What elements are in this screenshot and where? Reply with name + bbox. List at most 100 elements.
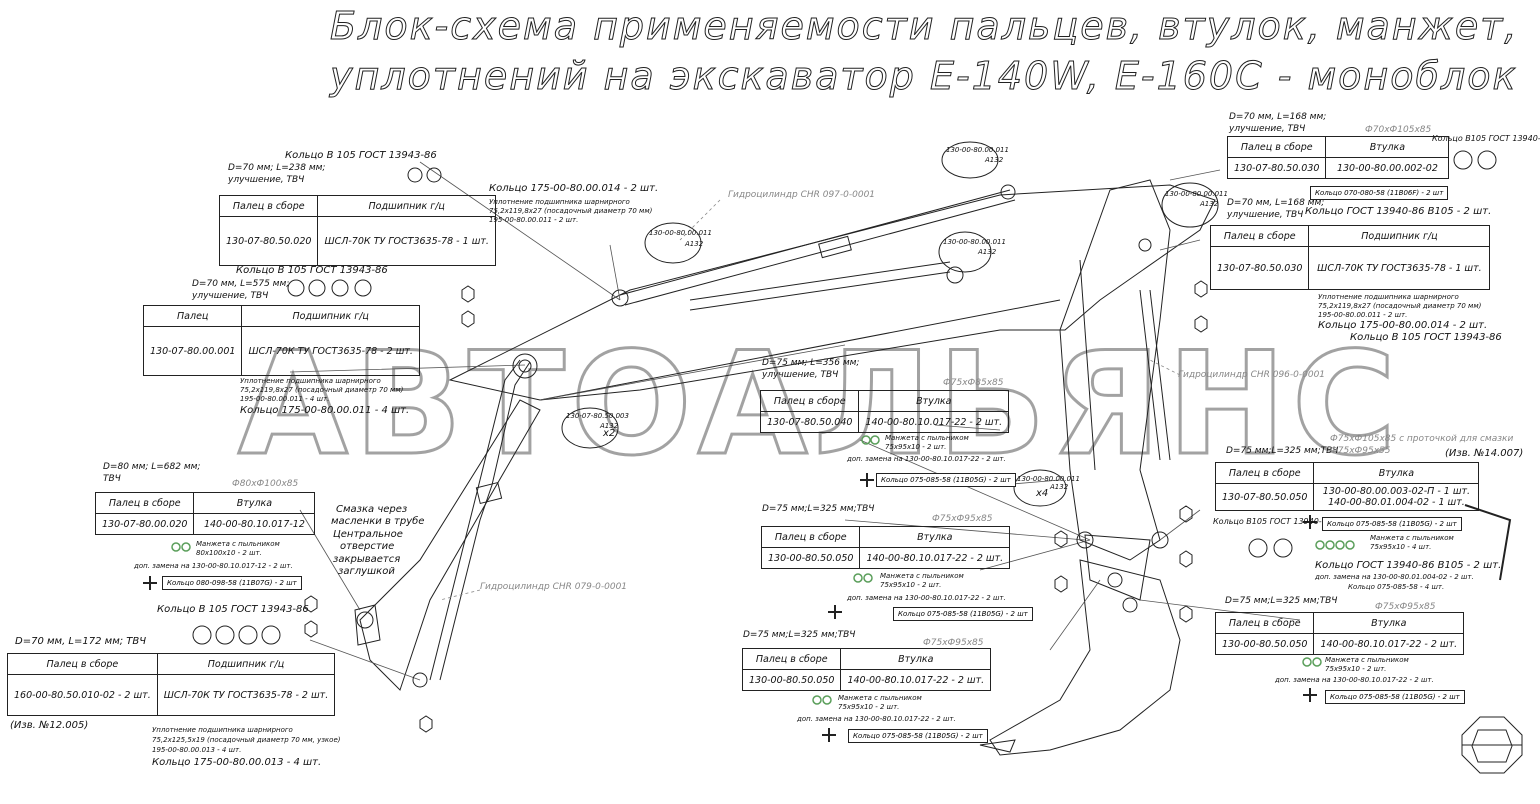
- bushing-dimensions: Ф75хФ85х85: [943, 378, 1004, 388]
- seal-label: Уплотнение подшипника шарнирного: [152, 726, 293, 734]
- table-cell: 140-00-80.10.017-22 - 2 шт.: [1313, 633, 1465, 655]
- table-cell: 140-00-80.10.017-12: [193, 513, 316, 535]
- ring-label-box: Кольцо 075-085-58 (11В05G) - 2 шт: [848, 729, 988, 743]
- seal-label: 75,2х125,5х19 (посадочный диаметр 70 мм,…: [152, 736, 341, 744]
- grease-nipple-symbol: [1461, 716, 1523, 774]
- ring-label: Кольцо 175-00-80.00.011 - 4 шт.: [240, 405, 410, 416]
- arm-cylinder-body: [818, 235, 852, 259]
- table-header: Втулка: [1325, 136, 1450, 158]
- table-cell: 130-00-80.00.002-02: [1325, 157, 1450, 179]
- ring-label: Кольцо 175-00-80.00.014 - 2 шт.: [489, 183, 659, 194]
- table-header: Втулка: [1313, 612, 1465, 634]
- cuff-label: 75х95х10 - 2 шт.: [838, 703, 900, 711]
- bucket-outline: [989, 559, 1181, 756]
- seal-label: 75,2х119,8х27 (посадочный диаметр 70 мм): [240, 386, 404, 394]
- table-cell: ШСЛ-70К ТУ ГОСТ3635-78 - 1 шт.: [317, 216, 496, 266]
- ring-label: Кольцо 075-085-58 - 4 шт.: [1348, 583, 1445, 591]
- table-cell: 130-00-80.00.003-02-П - 1 шт.: [1322, 486, 1471, 497]
- table-header: Палец в сборе: [759, 390, 860, 412]
- table-cell: 130-07-80.50.040: [759, 411, 860, 433]
- table-header: Палец в сборе: [1214, 462, 1315, 484]
- ring-label-box: Кольцо 075-085-58 (11В05G) - 2 шт: [876, 473, 1016, 487]
- seal-label: Уплотнение подшипника шарнирного: [489, 198, 630, 206]
- callout-annotation: A132: [685, 240, 704, 248]
- ring-label-box: Кольцо 075-085-58 (11В05G) - 2 шт: [893, 607, 1033, 621]
- table-cell: 130-00-80.50.050: [1214, 633, 1315, 655]
- table-header: Палец в сборе: [1226, 136, 1327, 158]
- table-cell: 140-00-80.01.004-02 - 1 шт.: [1328, 497, 1465, 508]
- callout-part-number: 130-00-80.00.011: [1017, 475, 1080, 483]
- pin-markers: [356, 184, 1169, 688]
- arm-outline: [1059, 179, 1171, 561]
- table-header: Палец в сборе: [218, 195, 319, 217]
- seal-label: Уплотнение подшипника шарнирного: [240, 377, 381, 385]
- table-header: Подшипник г/ц: [1308, 225, 1491, 247]
- hydraulic-pipe-2: [689, 271, 951, 311]
- callout-part-number: 130-00-80.00.011: [1165, 190, 1228, 198]
- cuff-label: доп. замена на 130-00-80.10.017-22 - 2 ш…: [847, 455, 1006, 463]
- table-cell: 130-00-80.50.050: [741, 669, 842, 691]
- callout-part-number: 130-07-80.50.003: [566, 412, 629, 420]
- pin-dimensions: D=75 мм;L=325 мм;ТВЧ: [1225, 596, 1338, 606]
- pin-hardening: улучшение, ТВЧ: [1227, 210, 1304, 220]
- cuff-label: Манжета с пыльником: [880, 572, 964, 580]
- quantity-x2: x2: [603, 428, 616, 439]
- bucket-cylinder: [1139, 289, 1161, 461]
- bushing-dimensions: Ф75хФ95х55: [1330, 446, 1391, 456]
- boom-outline: [448, 184, 1216, 401]
- grease-note: Центральное: [333, 529, 403, 540]
- ring-label-box: Кольцо 075-085-58 (11В05G) - 2 шт: [1322, 517, 1462, 531]
- table-cell: 140-00-80.10.017-22 - 2 шт.: [858, 411, 1010, 433]
- callout-part-number: 130-00-80.00.011: [943, 238, 1006, 246]
- table-header: Втулка: [193, 492, 316, 514]
- pin-dimensions: D=75 мм;L=325 мм;ТВЧ: [1226, 446, 1339, 456]
- ring-label: Кольцо В 105 ГОСТ 13943-86: [236, 265, 388, 276]
- pin-dimensions: D=80 мм; L=682 мм;: [103, 462, 201, 472]
- table-header: Палец в сборе: [760, 526, 861, 548]
- ring-label: Кольцо В105 ГОСТ 13940-86: [1432, 134, 1540, 143]
- pin-hardening: улучшение, ТВЧ: [228, 175, 305, 185]
- table-cell: 140-00-80.10.017-22 - 2 шт.: [840, 669, 992, 691]
- seal-label: 195-00-80.00.011 - 2 шт.: [489, 216, 579, 224]
- revision-note: (Изв. №14.007): [1445, 448, 1524, 459]
- callout-part-number: 130-00-80.00.011: [946, 146, 1009, 154]
- table-cell: ШСЛ-70К ТУ ГОСТ3635-78 - 1 шт.: [1308, 246, 1491, 290]
- seal-label: 195-00-80.00.011 - 4 шт.: [240, 395, 330, 403]
- grease-note: масленки в трубе: [331, 516, 425, 527]
- ring-label: Кольцо В105 ГОСТ 13940-86: [1213, 517, 1332, 526]
- bushing-dimensions: Ф70хФ105х85: [1365, 125, 1432, 135]
- table-header: Палец в сборе: [7, 653, 158, 675]
- cuff-label: доп. замена на 130-00-80.10.017-22 - 2 ш…: [847, 594, 1006, 602]
- cuff-label: доп. замена на 130-00-80.10.017-22 - 2 ш…: [1275, 676, 1434, 684]
- boom-base: [359, 399, 541, 691]
- cuff-label: 75х95х10 - 2 шт.: [880, 581, 942, 589]
- pin-dimensions: D=75 мм; L=356 мм;: [762, 358, 860, 368]
- table-header: Палец в сборе: [741, 648, 842, 670]
- ring-label: Кольцо В 105 ГОСТ 13943-86: [1350, 332, 1502, 343]
- grease-pipe: [1464, 504, 1512, 581]
- table-header: Подшипник г/ц: [156, 653, 336, 675]
- cuff-label: 75х95х10 - 2 шт.: [1325, 665, 1387, 673]
- plus-symbols: [143, 473, 1317, 742]
- grease-note: закрывается: [333, 554, 401, 565]
- cuff-label: Манжета с пыльником: [196, 540, 280, 548]
- table-header: Палец в сборе: [1209, 225, 1310, 247]
- table-header: Втулка: [859, 526, 1011, 548]
- table-header: Палец в сборе: [94, 492, 195, 514]
- pin-dimensions: D=70 мм; L=238 мм;: [228, 163, 326, 173]
- grease-note: заглушкой: [338, 566, 395, 577]
- cuff-label: Манжета с пыльником: [1325, 656, 1409, 664]
- callout-annotation: A132: [1050, 483, 1069, 491]
- ring-label: Кольцо В 105 ГОСТ 13943-86: [285, 150, 437, 161]
- table-cell: 160-00-80.50.010-02 - 2 шт.: [7, 674, 158, 716]
- boom-cylinder-body: [475, 481, 503, 505]
- grease-plug: [354, 604, 381, 646]
- table-header: Втулка: [858, 390, 1010, 412]
- cuff-label: доп. замена на 130-00-80.10.017-22 - 2 ш…: [797, 715, 956, 723]
